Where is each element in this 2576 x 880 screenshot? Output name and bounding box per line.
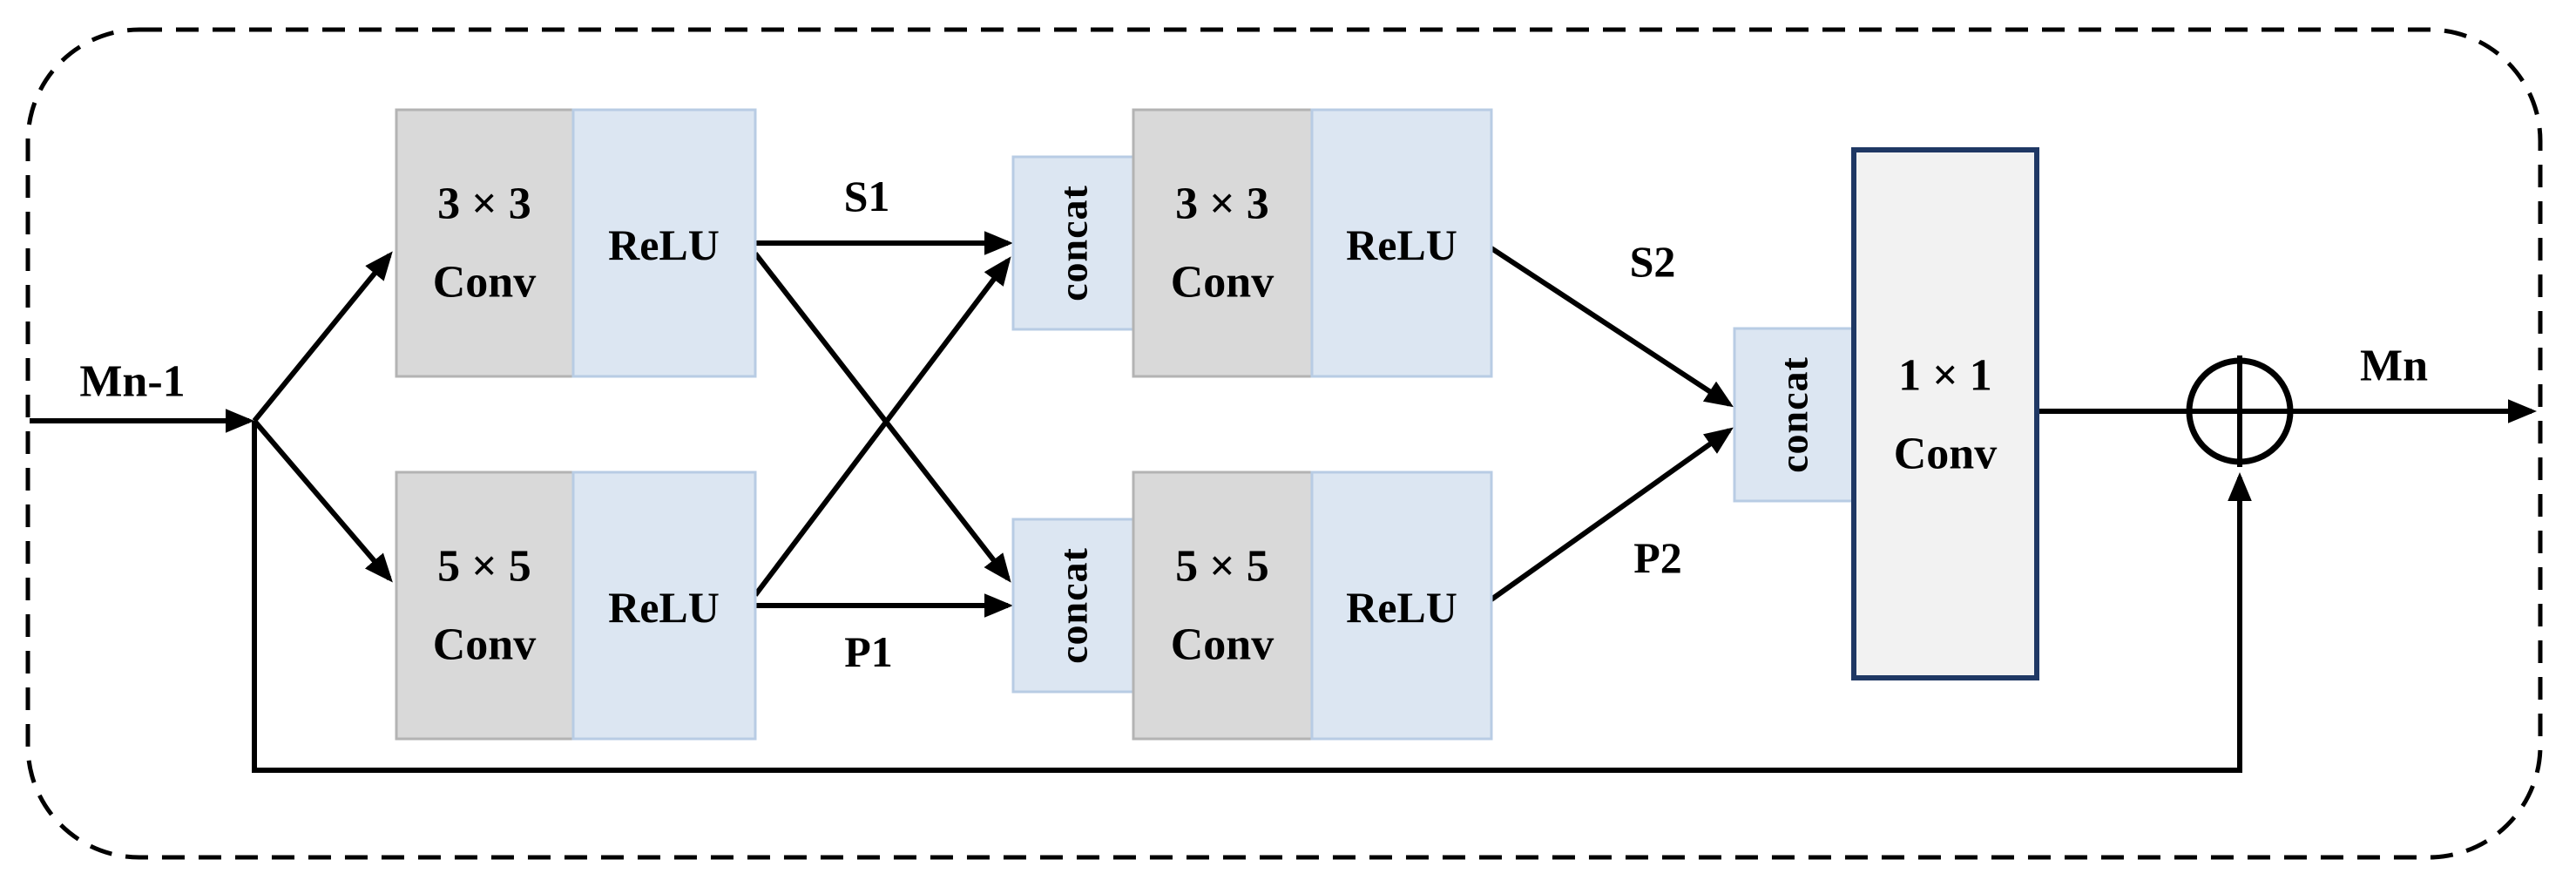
stage1-top-relu-box: [571, 108, 757, 378]
stage2-bottom-relu-box: [1310, 470, 1493, 741]
stage1-bottom-relu-box: [571, 470, 757, 741]
top-concat-label: concat: [1051, 185, 1096, 301]
conv-1x1-box: [1851, 147, 2039, 680]
stage2-top-relu-label: ReLU: [1346, 220, 1457, 269]
input-label: Mn-1: [79, 357, 185, 407]
block-boundary-dashed-border: [25, 27, 2543, 860]
stage2-bottom-conv-word-label: Conv: [1171, 620, 1274, 670]
final-concat-box: [1733, 327, 1856, 503]
stage2-bottom-relu-label: ReLU: [1346, 583, 1457, 632]
stage2-bottom-conv-kernel-label: 5 × 5: [1175, 542, 1269, 592]
residual-skip-connection: [252, 421, 2252, 773]
stage1-bottom-conv-box: [395, 470, 575, 741]
stage1-bottom-relu-label: ReLU: [608, 583, 720, 632]
stage1-bottom-conv-kernel-label: 5 × 5: [437, 542, 531, 592]
bottom-concat-box: [1011, 518, 1135, 694]
output-label: Mn: [2360, 342, 2428, 391]
stage2-top-conv-box: [1132, 108, 1314, 378]
stage1-top-conv-word-label: Conv: [433, 258, 536, 308]
stage1-bottom-conv-word-label: Conv: [433, 620, 536, 670]
elementwise-sum-node: [2186, 355, 2294, 467]
p2-arrow-to-final-concat: [1490, 427, 1734, 602]
stage2-bottom-conv-box: [1132, 470, 1314, 741]
p2-edge-label: P2: [1633, 533, 1682, 582]
stage2-top-relu-box: [1310, 108, 1493, 378]
s1-cross-arrow-to-bottom-concat: [753, 252, 1011, 583]
p1-edge-label: P1: [844, 627, 893, 676]
s1-edge-label: S1: [844, 172, 890, 220]
branch-arrow-to-5x5: [252, 419, 393, 583]
p1-cross-arrow-to-top-concat: [753, 256, 1011, 597]
stage1-top-conv-box: [395, 108, 575, 378]
conv-1x1-word-label: Conv: [1894, 430, 1997, 479]
s2-arrow-to-final-concat: [1490, 246, 1734, 408]
s2-edge-label: S2: [1630, 237, 1676, 286]
bottom-concat-label: concat: [1051, 547, 1096, 664]
final-concat-label: concat: [1772, 356, 1816, 473]
stage2-top-conv-word-label: Conv: [1171, 258, 1274, 308]
stage1-top-conv-kernel-label: 3 × 3: [437, 179, 531, 229]
conv-1x1-kernel-label: 1 × 1: [1898, 351, 1992, 401]
stage1-top-relu-label: ReLU: [608, 220, 720, 269]
branch-arrow-to-3x3: [252, 251, 393, 423]
stage2-top-conv-kernel-label: 3 × 3: [1175, 179, 1269, 229]
